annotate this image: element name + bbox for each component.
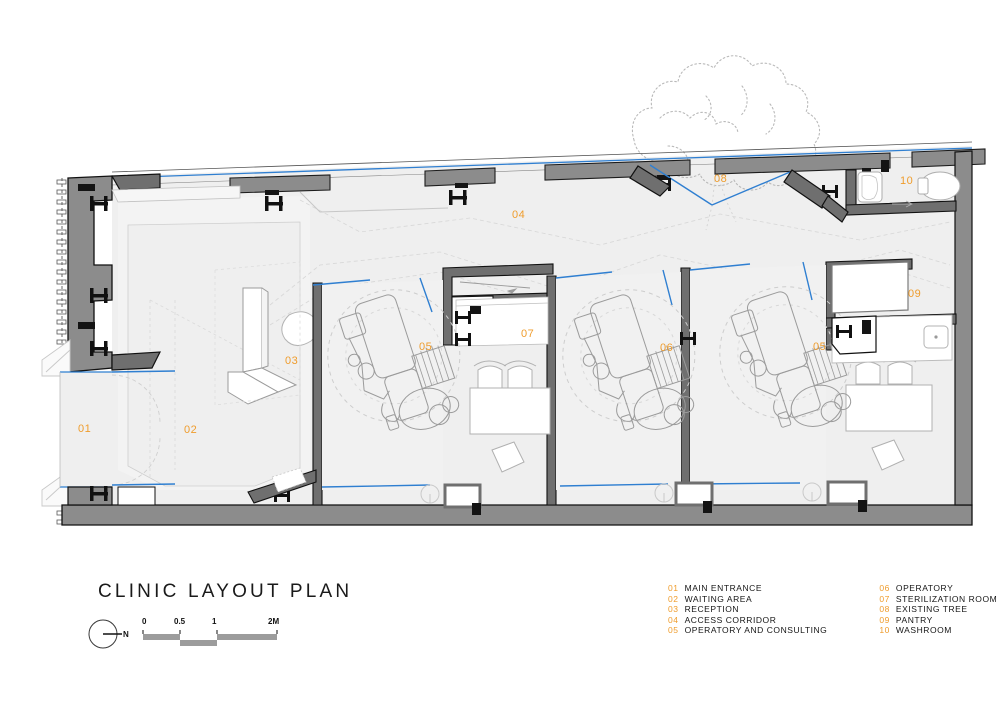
column-marker [265, 196, 283, 211]
legend-column-left: 01 MAIN ENTRANCE 02 WAITING AREA 03 RECEPTION… [668, 583, 827, 636]
lower-left-counter [271, 467, 307, 493]
legend-item-number: 08 [879, 604, 890, 615]
bottom-wall-sink-icons [420, 482, 822, 504]
scale-and-north: N 0 0.5 1 2M [86, 612, 296, 657]
legend-item-number: 04 [668, 614, 679, 625]
scale-tick-label: 2M [268, 617, 280, 626]
legend-item-number: 02 [668, 593, 679, 604]
room-number-label: 04 [512, 209, 525, 221]
right-exterior-wall [954, 150, 973, 506]
legend-item-label: OPERATORY [895, 583, 954, 593]
reception-desk-03 [227, 287, 298, 405]
reception-ghost-lines [214, 261, 301, 406]
operatory-room-fills [322, 265, 826, 490]
scale-tick-label: 0 [142, 617, 147, 626]
angled-walls-top-right [110, 165, 849, 371]
room-number-labels: 01 02 03 04 05 07 06 05 08 09 10 [78, 173, 921, 436]
legend-item-number: 01 [668, 583, 679, 593]
column-marker [455, 311, 471, 324]
legend-item-number: 03 [668, 604, 679, 615]
legend-item-number: 05 [668, 625, 679, 636]
room-number-label: 05 [419, 341, 432, 353]
room-number-label: 06 [660, 342, 673, 354]
legend-item: 08 EXISTING TREE [879, 604, 997, 615]
pantry-door-recess [831, 315, 877, 355]
legend-item-number: 07 [879, 593, 890, 604]
waiting-area-02 [111, 196, 310, 490]
column-marker [90, 196, 108, 211]
angled-wall-top-left-return [111, 185, 449, 213]
room-number-label: 05 [813, 341, 826, 353]
legend-item-label: ACCESS CORRIDOR [684, 614, 777, 625]
room-number-label: 08 [714, 173, 727, 185]
legend-item-label: STERILIZATION ROOM [895, 593, 998, 604]
legend-item-number: 10 [879, 625, 890, 636]
column-marker [90, 486, 108, 501]
north-arrow-icon [88, 619, 122, 649]
sterilization-room-07 [455, 281, 549, 347]
legend-column-right: 06 OPERATORY 07 STERILIZATION ROOM 08 EXISTIN… [879, 583, 997, 636]
legend-item-label: WAITING AREA [684, 593, 753, 604]
legend-item-label: EXISTING TREE [895, 604, 968, 615]
legend-item: 02 WAITING AREA [668, 594, 827, 605]
column-marker [455, 333, 471, 346]
room-number-label: 03 [285, 355, 298, 367]
legend-item-label: PANTRY [895, 614, 933, 625]
legend-item: 10 WASHROOM [879, 625, 997, 636]
entrance-zone-01 [59, 371, 112, 488]
room-number-label: 10 [900, 175, 913, 187]
legend-item-number: 06 [879, 583, 890, 593]
room-number-label: 09 [908, 288, 921, 300]
top-wall-pier-blocks [229, 148, 986, 195]
room-number-label: 01 [78, 423, 91, 435]
scale-bar-icon [142, 630, 278, 646]
legend-item: 04 ACCESS CORRIDOR [668, 615, 827, 626]
north-arrow-label: N [123, 630, 129, 639]
tree-trunk-lines [705, 169, 737, 231]
page-title: CLINIC LAYOUT PLAN [98, 581, 353, 602]
room-number-label: 02 [184, 424, 197, 436]
scale-tick-label: 0.5 [174, 617, 186, 626]
column-marker [836, 325, 852, 338]
legend-item-label: RECEPTION [684, 604, 740, 615]
column-marker [90, 288, 108, 303]
dental-chair-unit-06-center [562, 289, 696, 431]
bottom-exterior-wall [61, 486, 973, 526]
washroom-10-fixtures [857, 160, 961, 208]
legend-item-label: WASHROOM [895, 625, 952, 636]
scale-tick-label: 1 [212, 617, 217, 626]
legend-item: 05 OPERATORY AND CONSULTING [668, 625, 827, 636]
bottom-wall-door-recesses [117, 480, 868, 515]
consulting-desk-group-center [469, 360, 551, 473]
legend-item-label: OPERATORY AND CONSULTING [684, 625, 828, 636]
column-marker [449, 190, 467, 205]
legend-item-label: MAIN ENTRANCE [684, 583, 763, 593]
column-marker [90, 341, 108, 356]
legend-item: 03 RECEPTION [668, 604, 827, 615]
legend: 01 MAIN ENTRANCE 02 WAITING AREA 03 RECEPTION… [668, 583, 997, 636]
legend-item-number: 09 [879, 614, 890, 625]
legend-item: 01 MAIN ENTRANCE [668, 583, 827, 594]
column-marker [680, 332, 696, 345]
legend-item: 06 OPERATORY [879, 583, 997, 594]
room-number-label: 07 [521, 328, 534, 340]
glass-partition-marks [111, 164, 813, 488]
site-boundary-dotted-left [56, 178, 67, 368]
legend-item: 09 PANTRY [879, 615, 997, 626]
legend-item: 07 STERILIZATION ROOM [879, 594, 997, 605]
